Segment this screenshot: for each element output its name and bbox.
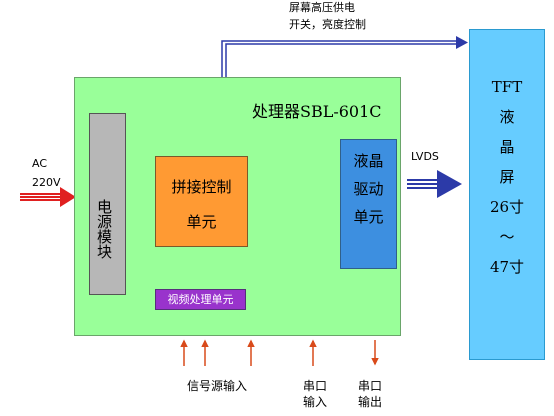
power-module-label: 电源模块 bbox=[97, 199, 113, 259]
voltage-label: 220V bbox=[32, 176, 61, 189]
splice-control-box bbox=[155, 156, 248, 247]
lcd-driver-box bbox=[340, 139, 397, 269]
ac-input-arrow bbox=[20, 187, 76, 207]
lvds-label: LVDS bbox=[411, 150, 439, 163]
power-module-box bbox=[89, 113, 126, 295]
signal-input-label: 信号源输入 bbox=[187, 379, 248, 393]
processor-title: 处理器SBL-601C bbox=[252, 102, 382, 121]
hv-control-arrow bbox=[221, 36, 468, 77]
lcd-driver-label: 液晶驱动单元 bbox=[353, 152, 384, 226]
hv-control-label: 开关，亮度控制 bbox=[289, 18, 366, 31]
splice-control-label: 拼接控制单元 bbox=[171, 178, 232, 231]
lvds-output-arrow bbox=[407, 170, 462, 198]
serial-output-label: 串口输出 bbox=[357, 379, 382, 409]
serial-input-label: 串口输入 bbox=[302, 379, 327, 409]
video-unit-label: 视频处理单元 bbox=[167, 293, 234, 306]
video-unit-box bbox=[155, 289, 246, 310]
ac-label: AC bbox=[32, 157, 48, 170]
tft-screen-panel bbox=[469, 29, 545, 360]
hv-power-label: 屏幕高压供电 bbox=[289, 1, 355, 14]
